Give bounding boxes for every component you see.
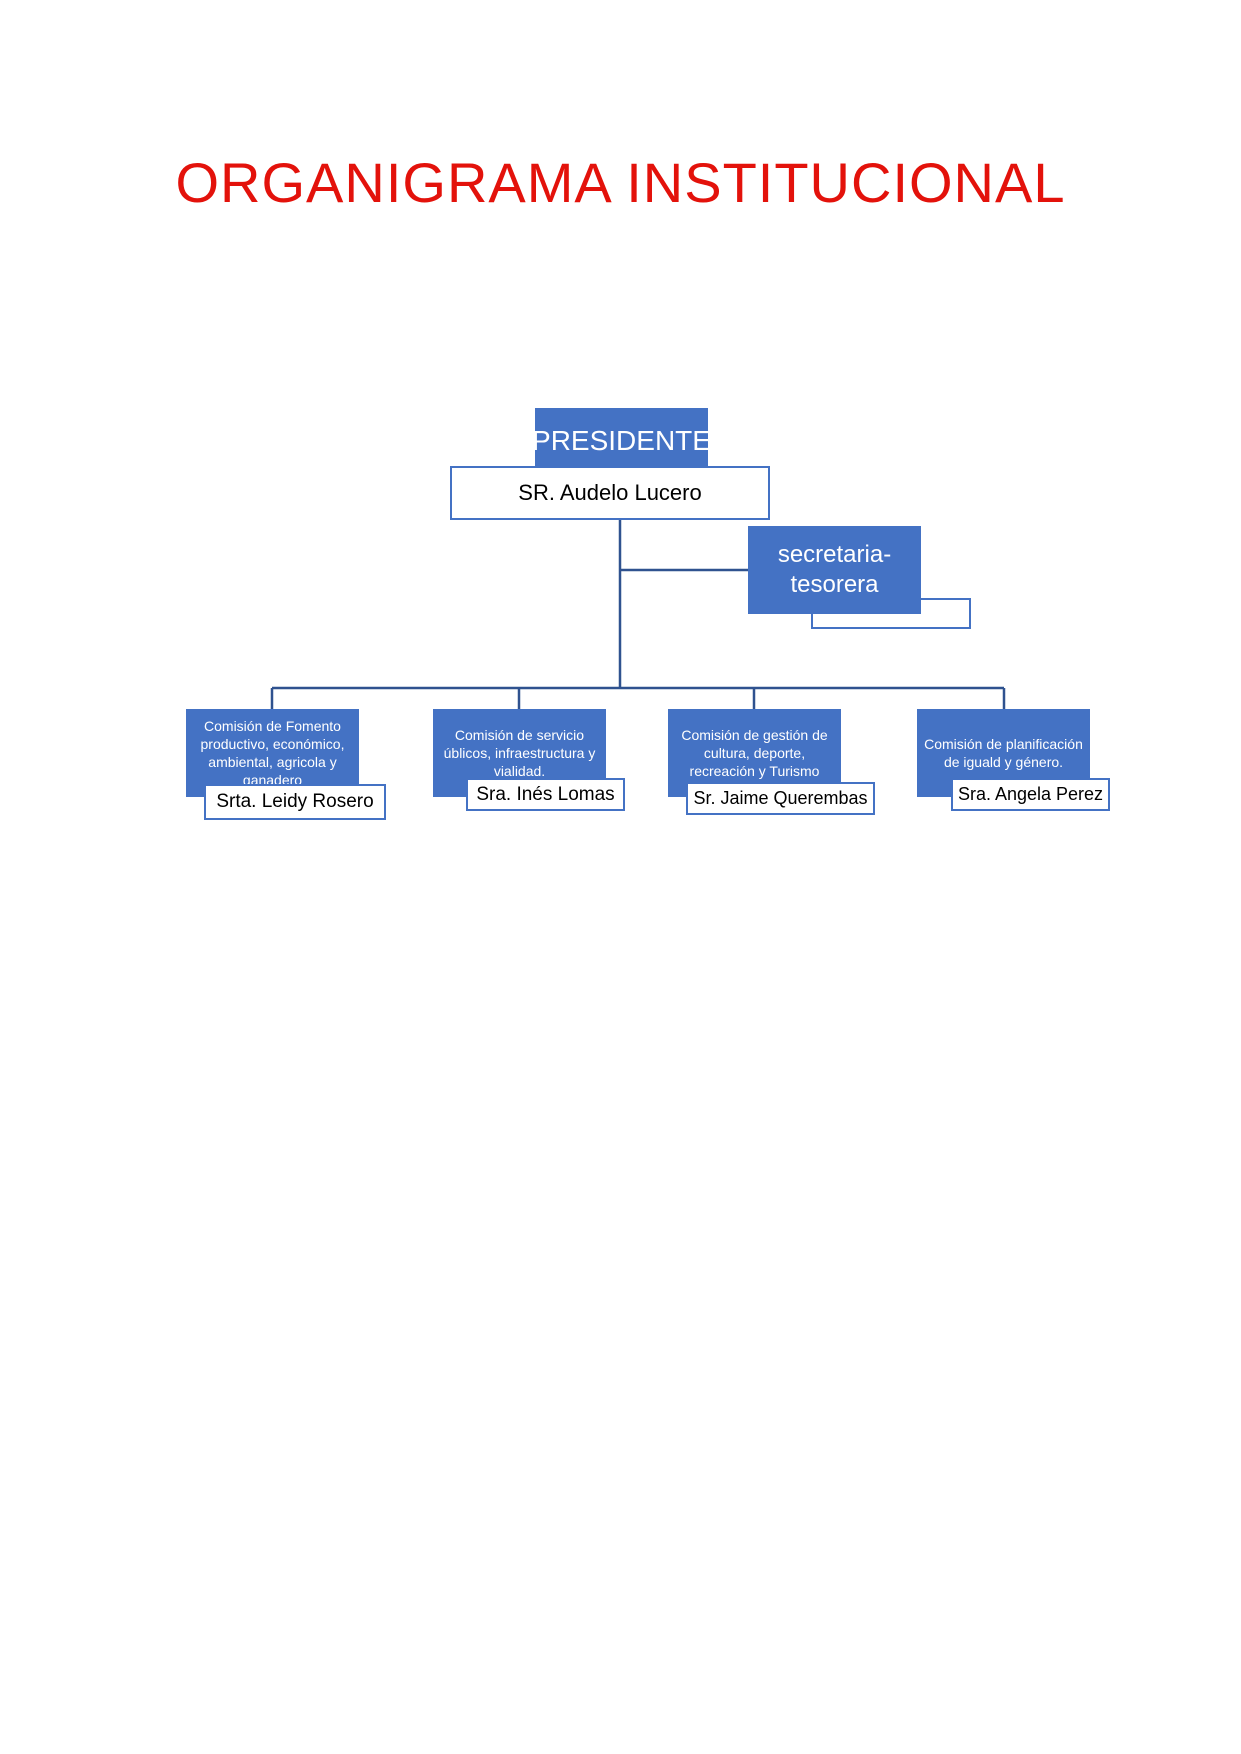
president-name-box: SR. Audelo Lucero (450, 466, 770, 520)
president-role-box: PRESIDENTE (532, 408, 711, 468)
page-title: ORGANIGRAMA INSTITUCIONAL (175, 151, 1066, 214)
commission-box-1: Comisión de Fomento productivo, económic… (186, 709, 359, 797)
secretary-role-box: secretaria- tesorera (748, 526, 921, 614)
commission-member-4: Sra. Angela Perez (951, 778, 1110, 811)
commission-member-3: Sr. Jaime Querembas (686, 782, 875, 815)
commission-member-1: Srta. Leidy Rosero (204, 784, 386, 820)
commission-member-2: Sra. Inés Lomas (466, 778, 625, 811)
